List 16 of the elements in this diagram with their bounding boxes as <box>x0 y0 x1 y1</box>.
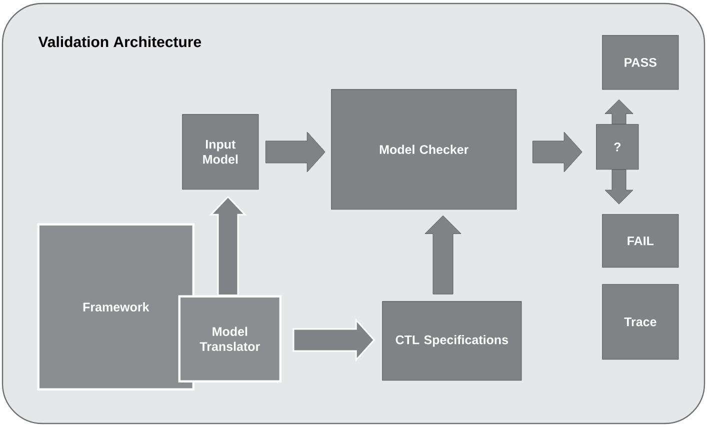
decision-box: ? <box>596 124 639 170</box>
process-box: Input Model <box>182 114 259 190</box>
result-box: PASS <box>602 35 679 90</box>
process-box: CTL Specifications <box>382 301 522 381</box>
block-arrow <box>532 132 582 172</box>
block-arrow <box>424 215 462 294</box>
block-arrow <box>209 196 247 296</box>
process-box: Model Checker <box>331 89 517 210</box>
result-box: Trace <box>602 284 679 360</box>
process-box: Model Translator <box>178 295 282 382</box>
block-arrow <box>292 318 376 362</box>
result-box: FAIL <box>602 214 679 268</box>
title-text: Validation Architecture <box>38 36 202 48</box>
block-arrow <box>604 99 634 124</box>
block-arrow <box>265 132 326 172</box>
block-arrow <box>604 169 634 204</box>
